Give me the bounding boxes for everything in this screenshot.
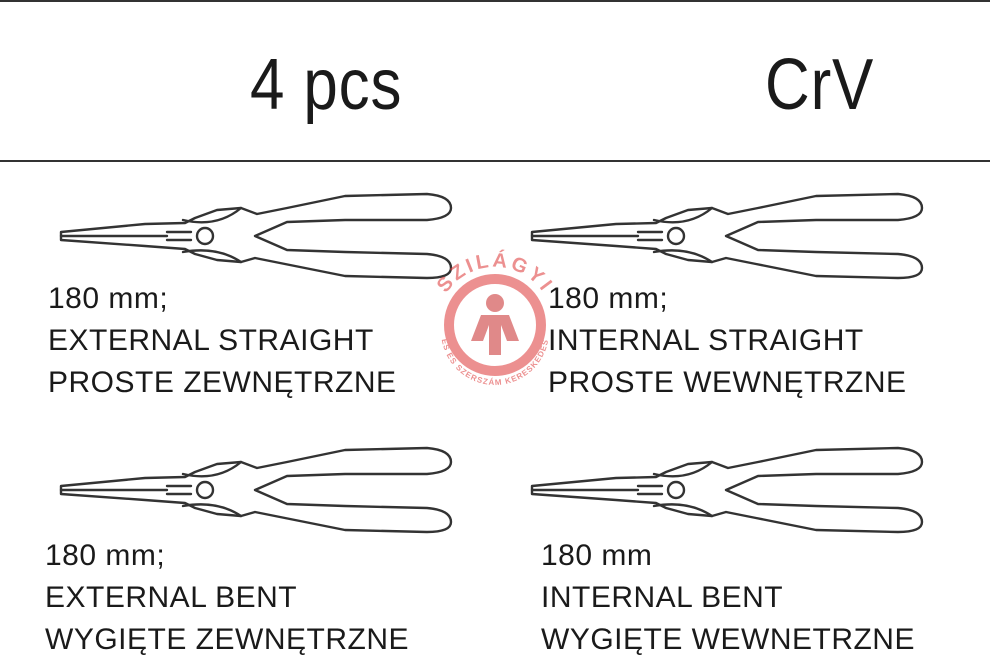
tool-label-internal-straight: 180 mm; INTERNAL STRAIGHT PROSTE WEWNĘTR…: [548, 278, 907, 404]
plier-icon-internal-bent: [526, 442, 926, 538]
material-label: CrV: [765, 45, 875, 125]
tool-size: 180 mm;: [548, 282, 669, 315]
header-divider: [0, 160, 990, 162]
tool-label-external-bent: 180 mm; EXTERNAL BENT WYGIĘTE ZEWNĘTRZNE: [45, 535, 409, 661]
watermark-logo: SZILÁGYI ES ÉS SZERSZÁM KERESKEDÉS: [415, 245, 575, 405]
plier-icon-internal-straight: [526, 188, 926, 284]
tool-label-internal-bent: 180 mm INTERNAL BENT WYGIĘTE WEWNETRZNE: [541, 535, 915, 661]
quantity-label: 4 pcs: [250, 45, 403, 125]
tool-name-pl: WYGIĘTE ZEWNĘTRZNE: [45, 623, 409, 656]
tool-size: 180 mm;: [45, 539, 166, 572]
tool-name-pl: PROSTE ZEWNĘTRZNE: [48, 366, 397, 399]
tool-name-en: INTERNAL BENT: [541, 581, 784, 614]
tool-size: 180 mm;: [48, 282, 169, 315]
tool-name-pl: WYGIĘTE WEWNETRZNE: [541, 623, 915, 656]
tool-name-en: INTERNAL STRAIGHT: [548, 324, 864, 357]
top-rule: [0, 0, 990, 2]
plier-icon-external-bent: [55, 442, 455, 538]
tool-name-en: EXTERNAL BENT: [45, 581, 298, 614]
plier-icon-external-straight: [55, 188, 455, 284]
tool-label-external-straight: 180 mm; EXTERNAL STRAIGHT PROSTE ZEWNĘTR…: [48, 278, 397, 404]
tool-name-pl: PROSTE WEWNĘTRZNE: [548, 366, 907, 399]
watermark-brand: SZILÁGYI: [433, 249, 558, 297]
tool-name-en: EXTERNAL STRAIGHT: [48, 324, 374, 357]
tool-size: 180 mm: [541, 539, 653, 572]
